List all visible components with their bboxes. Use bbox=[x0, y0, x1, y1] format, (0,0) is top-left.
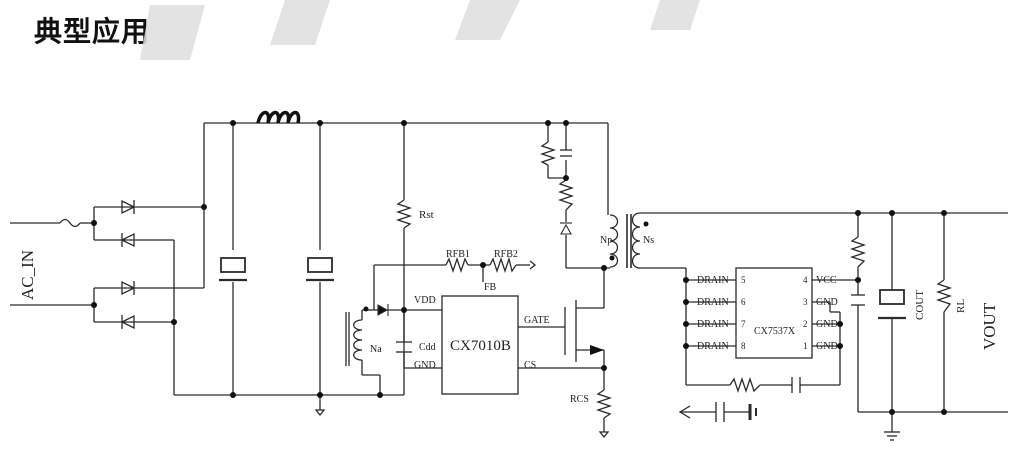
ic-cx7537x bbox=[735, 267, 813, 359]
label-rcs: RCS bbox=[570, 394, 589, 405]
label-pin7: 7 bbox=[741, 319, 746, 329]
junction-dots bbox=[91, 120, 947, 415]
label-na: Na bbox=[370, 344, 382, 355]
label-pin2: 2 bbox=[803, 319, 808, 329]
capacitor-y bbox=[715, 402, 725, 422]
fuse bbox=[59, 218, 81, 228]
bulk-capacitor-2 bbox=[306, 257, 334, 282]
label-pin1: 1 bbox=[803, 341, 808, 351]
resistor-rfb2 bbox=[489, 256, 517, 274]
resistor-rl bbox=[935, 279, 953, 313]
label-pin4: 4 bbox=[803, 275, 808, 285]
label-rl: RL bbox=[955, 299, 967, 313]
label-gnd2: GND bbox=[816, 319, 838, 330]
capacitor-cout bbox=[878, 289, 906, 320]
label-ic1: CX7010B bbox=[450, 338, 511, 354]
resistor-rcs bbox=[595, 389, 613, 419]
secondary-winding bbox=[631, 212, 641, 269]
ground-symbols bbox=[314, 260, 900, 441]
page-title: 典型应用 bbox=[34, 15, 151, 48]
capacitor-secondary-snubber bbox=[791, 377, 801, 393]
label-fb: FB bbox=[484, 282, 497, 293]
label-vout: VOUT bbox=[980, 302, 999, 350]
resistor-snubber bbox=[539, 141, 557, 166]
label-drain6: DRAIN bbox=[697, 297, 729, 308]
resistor-secondary-snubber bbox=[729, 376, 761, 394]
wiring bbox=[10, 122, 1008, 432]
capacitor-cdd bbox=[396, 341, 412, 353]
resistor-rfb1 bbox=[445, 256, 469, 274]
label-ns: Ns bbox=[643, 235, 654, 246]
mosfet-arrow bbox=[590, 345, 604, 355]
label-gnd1: GND bbox=[816, 341, 838, 352]
capacitor-snubber bbox=[560, 149, 572, 157]
bridge-diodes bbox=[120, 199, 136, 330]
label-gnd-pin: GND bbox=[414, 360, 436, 371]
label-cdd: Cdd bbox=[419, 342, 436, 353]
label-drain7: DRAIN bbox=[697, 319, 729, 330]
label-drain5: DRAIN bbox=[697, 275, 729, 286]
resistor-snubber-2 bbox=[557, 179, 575, 211]
vdd-diode bbox=[377, 304, 389, 316]
label-np: Np bbox=[600, 235, 612, 246]
aux-winding bbox=[353, 319, 363, 361]
resistor-bleeder bbox=[849, 236, 867, 268]
label-rfb2: RFB2 bbox=[494, 249, 518, 260]
label-ic2: CX7537X bbox=[754, 326, 796, 337]
label-pin6: 6 bbox=[741, 297, 746, 307]
watermark bbox=[140, 0, 700, 60]
label-cs: CS bbox=[524, 360, 536, 371]
label-gate: GATE bbox=[524, 315, 550, 326]
label-pin3: 3 bbox=[803, 297, 808, 307]
label-pin8: 8 bbox=[741, 341, 746, 351]
label-drain8: DRAIN bbox=[697, 341, 729, 352]
input-inductor bbox=[256, 110, 301, 124]
label-pin5: 5 bbox=[741, 275, 746, 285]
label-gnd3: GND bbox=[816, 297, 838, 308]
bulk-capacitor-1 bbox=[219, 257, 247, 282]
label-vdd: VDD bbox=[414, 295, 436, 306]
label-ac-in: AC_IN bbox=[18, 250, 37, 300]
capacitor-vcc bbox=[851, 294, 865, 306]
clamp-diode bbox=[560, 222, 572, 235]
label-rfb1: RFB1 bbox=[446, 249, 470, 260]
ic-cx7010b bbox=[441, 295, 519, 395]
label-cout: COUT bbox=[914, 290, 926, 320]
primary-winding bbox=[609, 214, 619, 268]
label-rst: Rst bbox=[419, 209, 434, 221]
resistor-rst bbox=[395, 199, 413, 229]
label-vcc: VCC bbox=[816, 275, 837, 286]
